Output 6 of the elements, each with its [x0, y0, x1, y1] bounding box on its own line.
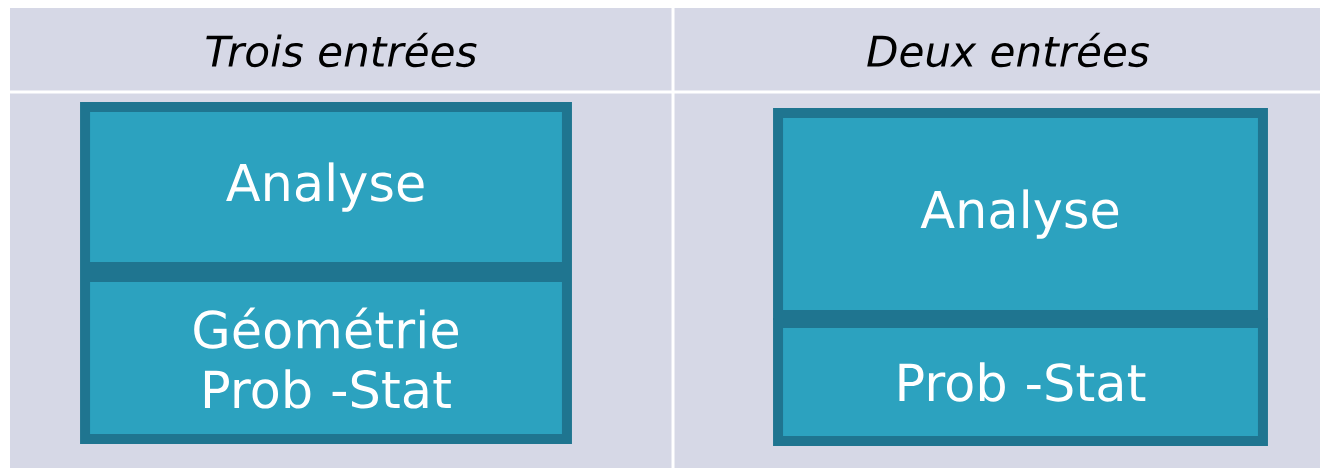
column-header: Trois entrées	[206, 32, 477, 68]
subject-box: Analyse	[773, 108, 1268, 320]
subject-box: Prob -Stat	[773, 318, 1268, 446]
subject-box: Analyse	[80, 102, 572, 272]
column-header: Deux entrées	[867, 32, 1149, 68]
subject-box: Géométrie Prob -Stat	[80, 272, 572, 444]
